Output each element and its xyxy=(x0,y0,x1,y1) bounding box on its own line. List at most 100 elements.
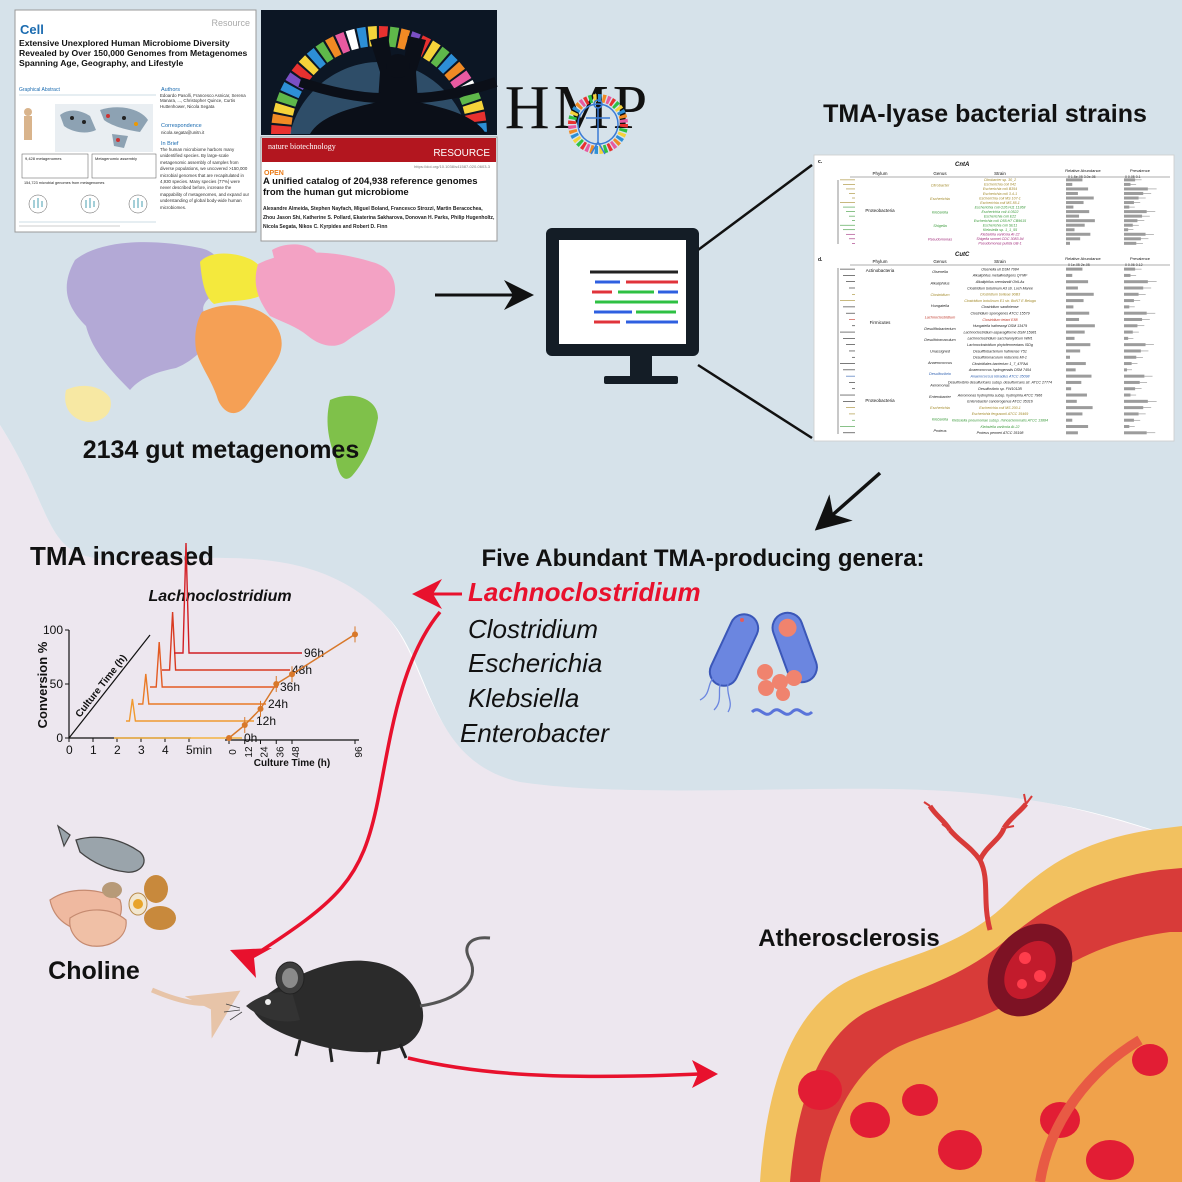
cutc-strain-label: Lachnoclostridium asparagiforme DSM 1598… xyxy=(964,330,1037,334)
cnta-strain-label: Escherichia coli 3.4-1 xyxy=(983,192,1017,196)
tree-figure: c. CntA Phylum Genus Strain Relative Abu… xyxy=(813,154,1175,442)
cnta-abundance-bar xyxy=(1066,201,1084,205)
cnta-strain-label: Escherichia coli 042 xyxy=(984,183,1016,187)
cnta-prevalence-bar xyxy=(1124,232,1146,236)
cnta-prevalence-bar xyxy=(1124,241,1137,245)
arrow-mouse-to-artery-head xyxy=(692,1060,718,1088)
cnta-abundance-bar xyxy=(1066,196,1094,200)
map-australia xyxy=(65,385,111,422)
chart-right-x-tick-label: 96 xyxy=(354,746,365,758)
cutc-genus-label: Clostridium xyxy=(931,293,950,297)
chart-y-tick-label: 0 xyxy=(56,731,63,745)
cutc-strain-label: Escherichia fergusonii ATCC 35469 xyxy=(972,412,1029,416)
cover-ring-segment xyxy=(315,41,334,63)
cutc-abundance-bar xyxy=(1066,286,1078,290)
cutc-genus-label: Aeromonas xyxy=(929,384,950,388)
map-europe xyxy=(200,253,266,304)
map-north-america xyxy=(66,242,223,390)
cutc-abundance-bar xyxy=(1066,431,1078,435)
tree-c-phylum: Proteobacteria xyxy=(865,208,895,213)
genus-clostridium: Clostridium xyxy=(468,614,598,644)
hmp-logo: HMP xyxy=(505,74,647,155)
cnta-strain-label: Citrobacter sp. 30_2 xyxy=(984,178,1016,182)
cover-ring-segment xyxy=(397,28,411,50)
cover-ring-segment xyxy=(298,55,319,76)
bacteria-illustration xyxy=(699,611,818,716)
cnta-strain-label: Klebsiella sp. 1_1_55 xyxy=(983,228,1017,232)
cutc-strain-label: Olsenella uli DSM 7084 xyxy=(981,267,1019,271)
cutc-strain-label: Proteus penneri ATCC 35198 xyxy=(977,431,1024,435)
cutc-strain-label: Clostridium bolteae 90B3 xyxy=(980,293,1020,297)
cnta-strain-label: Pseudomonas putida GB-1 xyxy=(978,242,1021,246)
cover-ring-segment xyxy=(462,100,485,114)
cutc-strain-label: Escherichia coli MS 200-1 xyxy=(979,406,1021,410)
cutc-strain-label: Clostridium sardiniense xyxy=(981,305,1018,309)
cutc-strain-label: Clostridium botulinum E1 str. BoNT E Bel… xyxy=(964,299,1036,303)
hmp-ring-segment xyxy=(583,96,590,105)
cover-ring-segment xyxy=(437,53,458,74)
chart-y-tick-label: 50 xyxy=(50,677,64,691)
cnta-strain-label: Escherichia coli SE11 xyxy=(983,224,1018,228)
hmp-ring-segment xyxy=(576,139,584,147)
cutc-strain-label: Lachnoclostridium saccharolyticum WM1 xyxy=(967,337,1032,341)
cutc-strain-label: Enterobacter cancerogenus ATCC 35316 xyxy=(967,400,1033,404)
cutc-prevalence-bar xyxy=(1124,292,1139,296)
chart-left-x-tick-label: 4 xyxy=(162,743,169,757)
chart-right-x-tick-label: 36 xyxy=(275,746,286,758)
cnta-abundance-bar xyxy=(1066,182,1073,186)
cnta-abundance-bar xyxy=(1066,228,1075,232)
cutc-prevalence-bar xyxy=(1124,399,1148,403)
cutc-prevalence-bar xyxy=(1124,355,1137,359)
cnta-prevalence-bar xyxy=(1124,228,1129,232)
cutc-abundance-bar xyxy=(1066,393,1087,397)
chart-right-x-tick-label: 12 xyxy=(244,746,255,758)
cutc-prevalence-bar xyxy=(1124,387,1136,391)
cutc-strain-label: Desulfotomaculum reducens MI-1 xyxy=(973,356,1027,360)
cnta-abundance-bar xyxy=(1066,219,1095,223)
cutc-prevalence-bar xyxy=(1124,311,1147,315)
cnta-strain-label: Klebsiella variicola At-22 xyxy=(980,233,1019,237)
cutc-strain-label: Lachnoclostridium phytofermentans ISDg xyxy=(967,343,1033,347)
cutc-genus-label: Desulfitobacterium xyxy=(924,327,955,331)
cnta-abundance-bar xyxy=(1066,214,1080,218)
chart-data-point xyxy=(226,735,232,741)
cutc-abundance-bar xyxy=(1066,324,1095,328)
cnta-prevalence-bar xyxy=(1124,196,1139,200)
cnta-prevalence-bar xyxy=(1124,237,1141,241)
hmp-ring-segment xyxy=(609,98,617,107)
cell-inbrief-label: In Brief xyxy=(161,141,179,147)
tree-c-col-genus: Genus xyxy=(933,171,947,176)
cnta-strain-label: Escherichia coli O55:H7 CB9615 xyxy=(974,219,1026,223)
chart-trace-label: 96h xyxy=(304,646,324,660)
cutc-prevalence-bar xyxy=(1124,380,1140,384)
cutc-abundance-bar xyxy=(1066,267,1083,271)
cutc-prevalence-bar xyxy=(1124,273,1131,277)
chart-trace-12h xyxy=(126,698,254,722)
cover-ring-segment xyxy=(273,102,295,116)
genus-lachnoclostridium: Lachnoclostridium xyxy=(468,577,701,607)
chart-data-point xyxy=(257,705,264,712)
cutc-genus-label: Hungatella xyxy=(931,304,949,308)
mouse-illustration xyxy=(223,936,491,1065)
chart-left-x-tick-label: 5min xyxy=(186,743,212,757)
cutc-abundance-bar xyxy=(1066,311,1090,315)
cutc-strain-label: Alkaliphilus oremlandii OhILAs xyxy=(975,280,1025,284)
hmp-ring-segment xyxy=(569,110,579,117)
hmp-ring-segment xyxy=(617,109,626,116)
cover-ring-segment xyxy=(291,63,313,83)
cutc-strain-label: Klebsiella pneumoniae subsp. rhinosclero… xyxy=(952,419,1048,423)
cutc-genus-label: Lachnoclostridium xyxy=(925,316,956,320)
cutc-genus-label: Desulfovibrio xyxy=(929,372,951,376)
genus-klebsiella: Klebsiella xyxy=(468,683,579,713)
cutc-abundance-bar xyxy=(1066,399,1077,403)
cell-correspondence-label: Correspondence xyxy=(161,123,202,129)
nbt-open-tag: OPEN xyxy=(264,170,284,177)
cell-paper-thumbnail: Cell Resource Extensive Unexplored Human… xyxy=(14,9,257,233)
chart-left-x-tick-label: 0 xyxy=(66,743,73,757)
cell-authors-label: Authors xyxy=(161,87,180,93)
nbt-paper-title: A unified catalog of 204,938 reference g… xyxy=(263,176,478,198)
cutc-genus-label: Desulfotomaculum xyxy=(924,338,955,342)
cnta-abundance-bar xyxy=(1066,178,1083,182)
chart-trace-label: 24h xyxy=(268,697,288,711)
